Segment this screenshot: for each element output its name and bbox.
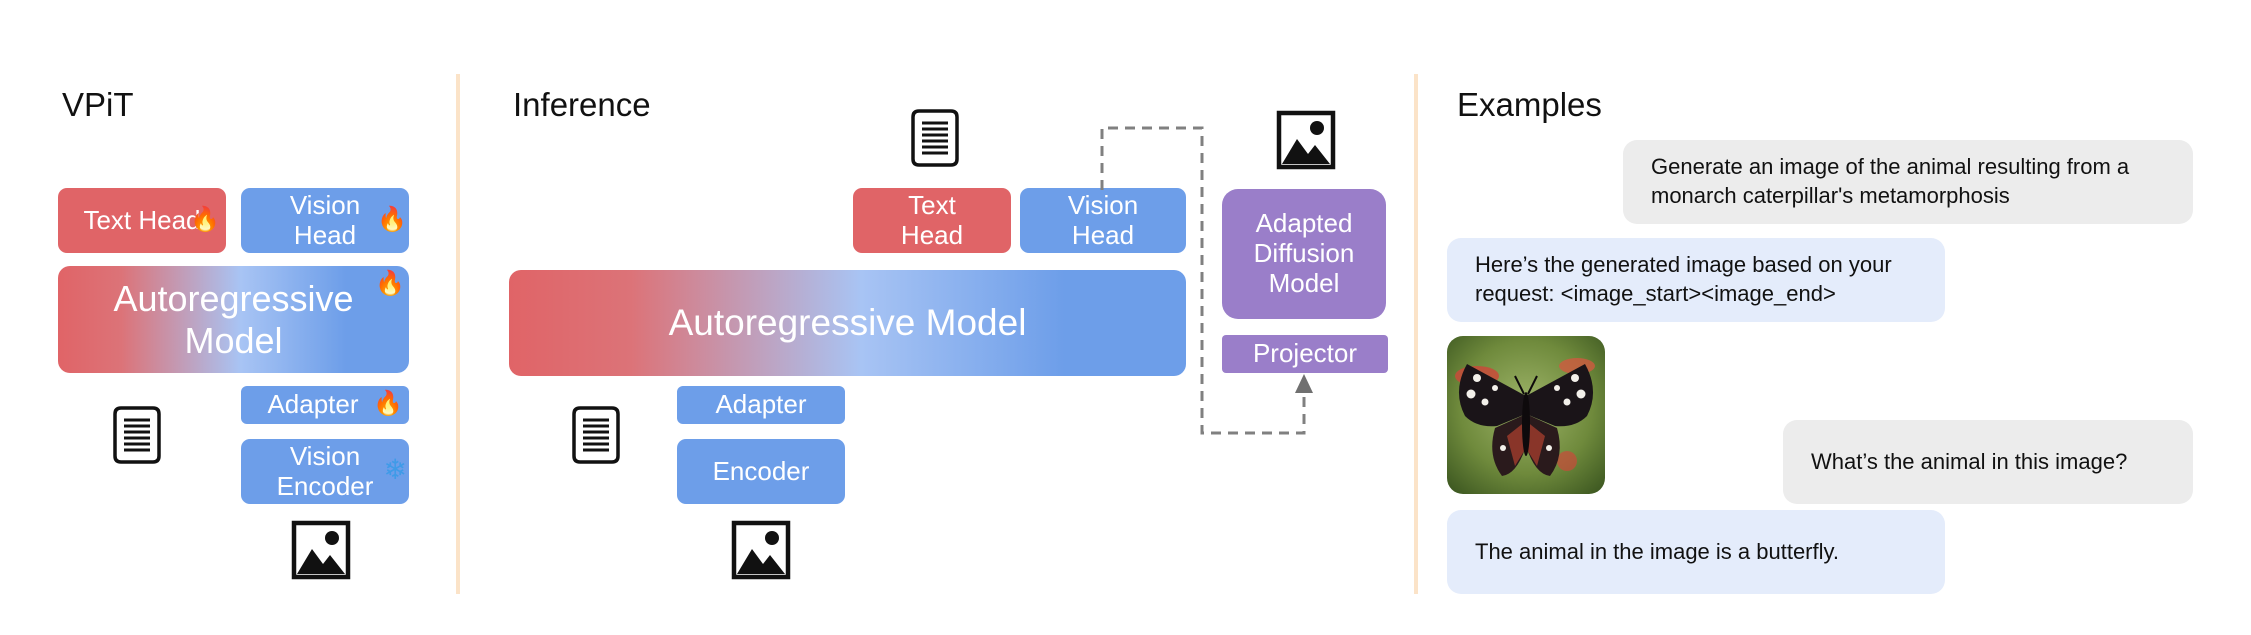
vpit-autoregressive-model: Autoregressive Model 🔥 [58,266,409,373]
inference-adapter: Adapter [677,386,845,424]
image-icon [291,520,351,580]
vpit-vision-head: Vision Head 🔥 [241,188,409,253]
document-icon [112,405,162,465]
snowflake-icon: ❄ [383,454,407,485]
vpit-adapter: Adapter 🔥 [241,386,409,424]
arrow-head-icon [1295,374,1313,393]
fire-icon: 🔥 [373,390,403,417]
projector-label: Projector [1252,338,1358,369]
inference-encoder: Encoder [677,439,845,504]
inference-vision-head-label: Vision Head [1067,189,1139,250]
message-text: Here’s the generated image based on your… [1475,252,1892,306]
user-message-bubble: Generate an image of the animal resultin… [1623,140,2193,224]
diffusion-label: Adapted Diffusion Model [1253,208,1355,298]
adapted-diffusion-model: Adapted Diffusion Model [1222,189,1386,319]
projector: Projector [1222,335,1388,373]
fire-icon: 🔥 [377,206,407,233]
inference-vision-head: Vision Head [1020,188,1186,253]
user-message-bubble: What’s the animal in this image? [1783,420,2193,504]
inference-adapter-label: Adapter [715,389,807,420]
assistant-message-bubble: Here’s the generated image based on your… [1447,238,1945,322]
vision-to-projector-connector [1100,126,1313,435]
message-text: The animal in the image is a butterfly. [1475,538,1839,564]
document-icon [910,108,960,168]
fire-icon: 🔥 [375,270,405,297]
message-text: Generate an image of the animal resultin… [1651,154,2130,208]
vpit-text-head-label: Text Head [83,204,201,235]
examples-title: Examples [1457,86,1602,123]
fire-icon: 🔥 [190,206,220,233]
generated-butterfly-image [1447,336,1605,494]
document-icon [571,405,621,465]
image-icon [1276,110,1336,170]
vpit-title: VPiT [62,86,134,123]
inference-title: Inference [513,86,651,123]
section-divider [1414,74,1418,594]
image-icon [731,520,791,580]
assistant-message-bubble: The animal in the image is a butterfly. [1447,510,1945,594]
inference-text-head: Text Head [853,188,1011,253]
inference-encoder-label: Encoder [712,455,810,486]
section-divider [456,74,460,594]
message-text: What’s the animal in this image? [1811,448,2128,474]
inference-ar-model-label: Autoregressive Model [668,301,1027,343]
vpit-text-head: Text Head 🔥 [58,188,226,253]
vpit-ar-model-label: Autoregressive Model [113,278,354,361]
inference-autoregressive-model: Autoregressive Model [509,270,1186,376]
inference-text-head-label: Text Head [900,189,964,250]
vpit-adapter-label: Adapter [267,389,359,420]
vpit-vision-head-label: Vision Head [289,189,361,250]
vpit-vision-encoder-label: Vision Encoder [276,440,374,501]
vpit-vision-encoder: Vision Encoder ❄ [241,439,409,504]
